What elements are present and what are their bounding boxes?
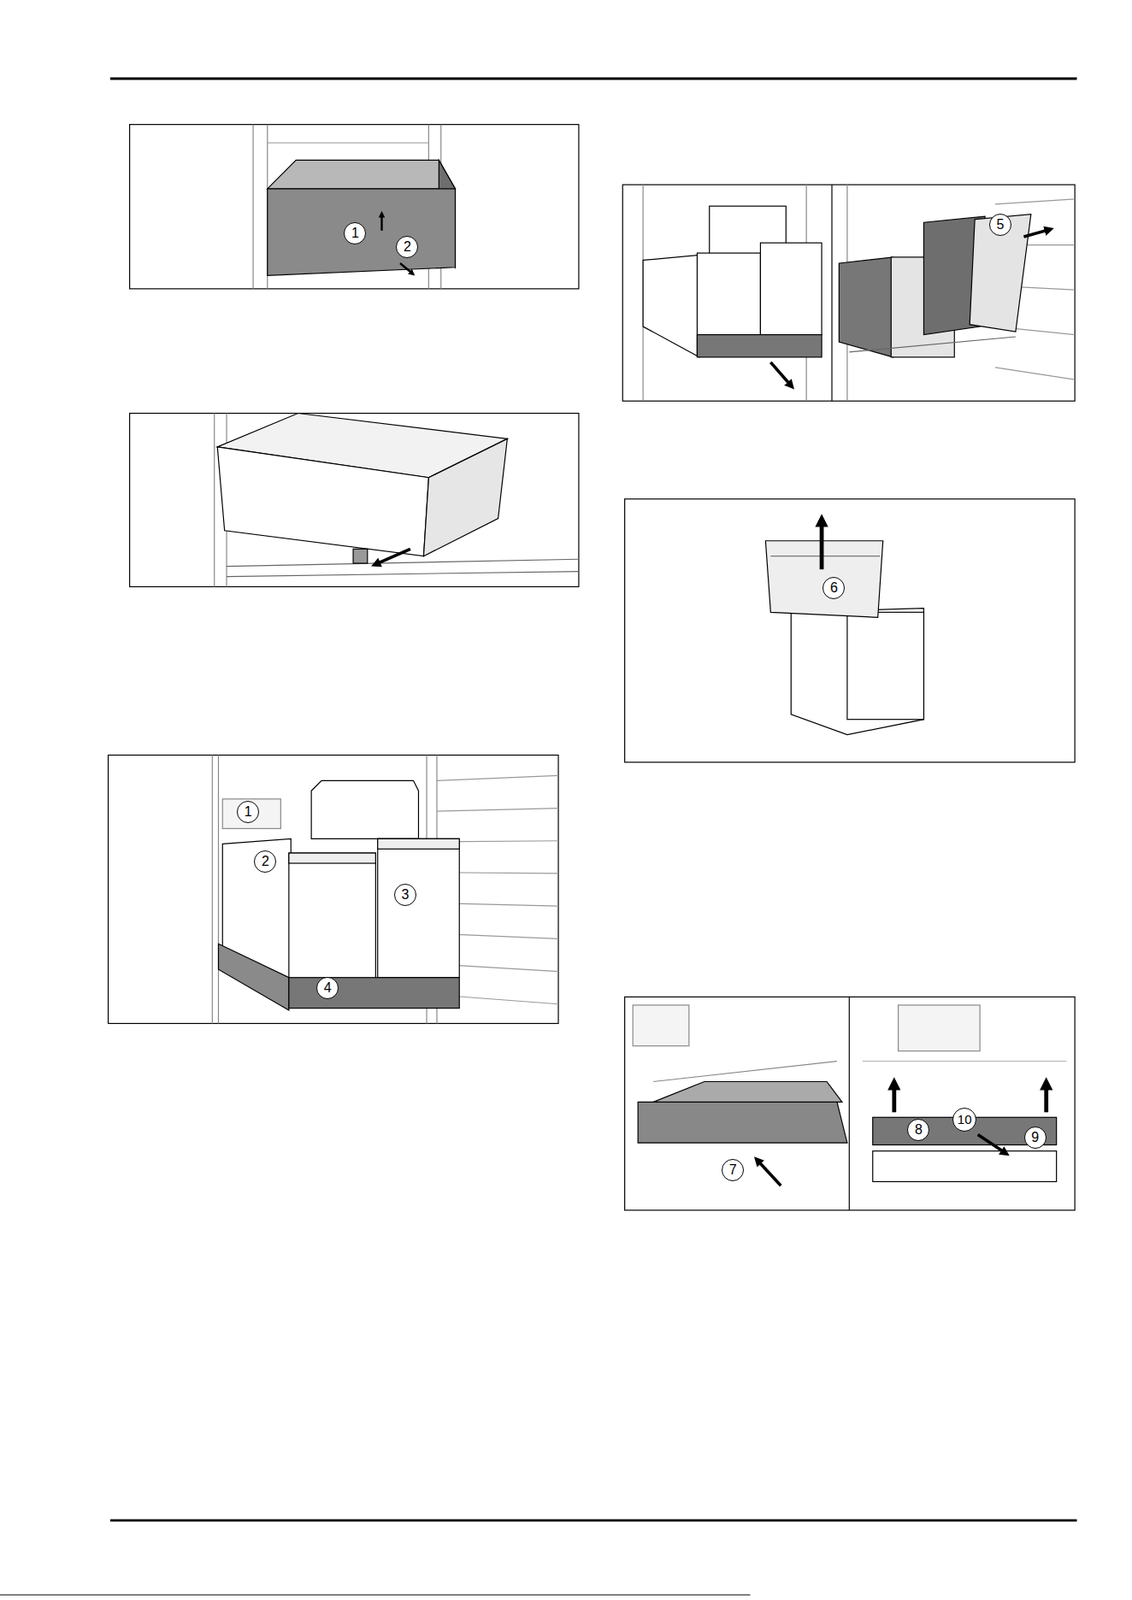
drawer-tilt-figure xyxy=(129,413,579,588)
bins-removal-figure xyxy=(622,184,1075,401)
callout-number: 5 xyxy=(989,213,1012,236)
callout-number: 10 xyxy=(952,1108,977,1132)
footer-rule xyxy=(0,1594,750,1596)
header-rule xyxy=(110,76,1078,80)
callout-number: 8 xyxy=(907,1119,930,1142)
footer-rule xyxy=(110,1519,1078,1522)
callout-number: 2 xyxy=(253,850,277,873)
callout-number: 4 xyxy=(316,977,339,1000)
callout-number: 9 xyxy=(1024,1126,1047,1150)
tray-removal-figure xyxy=(624,499,1075,763)
callout-number: 6 xyxy=(822,577,845,600)
callout-number: 3 xyxy=(394,884,417,907)
tray-figure xyxy=(624,996,1075,1211)
bins-figure xyxy=(108,754,559,1024)
drawer-figure xyxy=(129,124,579,289)
